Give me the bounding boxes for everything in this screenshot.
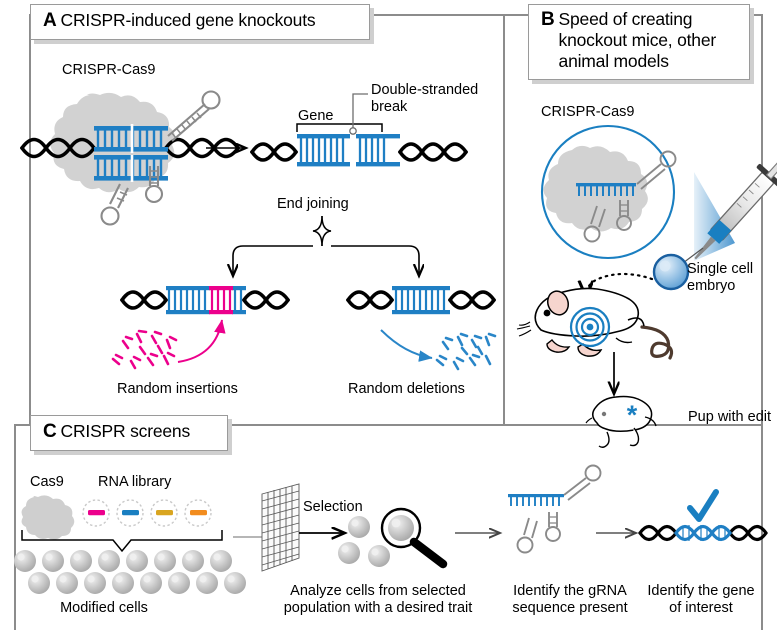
plasmid-orange bbox=[184, 499, 212, 527]
magnifying-glass-icon bbox=[380, 507, 448, 569]
dna-rungs-gene bbox=[682, 525, 726, 541]
modified-cells-row-2 bbox=[28, 572, 246, 594]
end-joining-label: End joining bbox=[277, 196, 349, 212]
branch-arrow-right bbox=[331, 245, 419, 276]
dsb-point-marker bbox=[349, 127, 357, 135]
mouse-tail bbox=[640, 325, 674, 360]
panel-c-cas9-label: Cas9 bbox=[30, 474, 64, 490]
divider-horizontal-top bbox=[29, 14, 763, 16]
pup-edit-asterisk: * bbox=[627, 400, 638, 430]
panel-a-letter: A bbox=[43, 10, 57, 31]
panel-c-letter: C bbox=[43, 421, 57, 442]
insertion-fragments-icon bbox=[111, 329, 178, 370]
panel-b-letter: B bbox=[541, 9, 555, 30]
grna-scaffold-icon bbox=[100, 90, 221, 226]
mouse-icon bbox=[516, 287, 674, 360]
dna-strand-cas9 bbox=[20, 137, 240, 159]
checkmark-icon bbox=[687, 489, 719, 522]
selection-grid-icon bbox=[261, 483, 300, 572]
gene-region-blue bbox=[297, 134, 400, 167]
panel-b-cas9-label: CRISPR-Cas9 bbox=[541, 104, 635, 120]
gene-bracket bbox=[296, 123, 383, 132]
deletion-arrow bbox=[380, 329, 433, 362]
identify-gene-label: Identify the gene of interest bbox=[647, 583, 755, 616]
cas9-blob-icon-c bbox=[21, 495, 75, 540]
mouse-ear bbox=[546, 290, 570, 316]
analyze-cells-label: Analyze cells from selected population w… bbox=[283, 583, 473, 616]
end-joining-brace bbox=[312, 215, 332, 247]
panel-a-cas9-label: CRISPR-Cas9 bbox=[62, 62, 156, 78]
panel-c-title: CRISPR screens bbox=[60, 421, 191, 441]
gene-label: Gene bbox=[298, 108, 334, 124]
plasmid-gold bbox=[150, 499, 178, 527]
cas9-inset-scaffold bbox=[583, 150, 677, 243]
dna-strand-insertion bbox=[120, 290, 290, 310]
insertion-blue-segments bbox=[166, 286, 246, 315]
mouse-foot bbox=[546, 339, 571, 353]
cas9-inset-grna-blue bbox=[576, 183, 636, 196]
single-cell-embryo-label: Single cell embryo bbox=[687, 261, 754, 294]
modified-cells-row-1 bbox=[14, 550, 232, 572]
dsb-label: Double-stranded break bbox=[371, 82, 479, 115]
grna-molecule-icon bbox=[508, 464, 602, 554]
rna-library-plasmids bbox=[82, 499, 212, 527]
dna-strand-cut bbox=[250, 142, 468, 162]
divider-vertical-right bbox=[761, 14, 763, 630]
random-insertions-label: Random insertions bbox=[117, 381, 238, 397]
identify-grna-label: Identify the gRNA sequence present bbox=[512, 583, 628, 616]
divider-vertical-c-left bbox=[14, 424, 16, 630]
branch-arrow-left bbox=[233, 245, 313, 276]
selected-cells bbox=[338, 515, 414, 567]
plasmid-blue bbox=[116, 499, 144, 527]
divider-vertical-ab bbox=[503, 14, 505, 424]
syringe-icon bbox=[678, 147, 777, 267]
rna-library-label: RNA library bbox=[98, 474, 172, 490]
pup-with-edit-label: Pup with edit bbox=[688, 409, 772, 425]
dna-strand-deletion bbox=[346, 290, 496, 310]
dna-gene-of-interest bbox=[638, 524, 768, 542]
panel-b-title: Speed of creating knockout mice, other a… bbox=[558, 9, 717, 71]
deletion-blue-segment bbox=[392, 286, 450, 315]
pup-icon: * bbox=[585, 395, 657, 448]
embryo-implant-target bbox=[569, 306, 611, 348]
divider-vertical-left bbox=[29, 14, 31, 424]
insertion-arrow bbox=[177, 319, 226, 363]
selection-label: Selection bbox=[303, 499, 363, 515]
insertion-magenta-segment bbox=[209, 286, 233, 315]
divider-horizontal-c bbox=[14, 424, 763, 426]
modified-cells-label: Modified cells bbox=[60, 600, 148, 616]
cas9-inset-blob bbox=[543, 145, 648, 232]
dna-gene-highlight-blue bbox=[674, 524, 732, 542]
random-deletions-label: Random deletions bbox=[348, 381, 465, 397]
library-brace bbox=[21, 530, 223, 553]
dsb-leader bbox=[352, 93, 368, 128]
plasmid-magenta bbox=[82, 499, 110, 527]
deletion-fragments-icon bbox=[435, 332, 497, 371]
panel-a-title: CRISPR-induced gene knockouts bbox=[60, 10, 316, 30]
mouse-eye bbox=[543, 309, 551, 317]
